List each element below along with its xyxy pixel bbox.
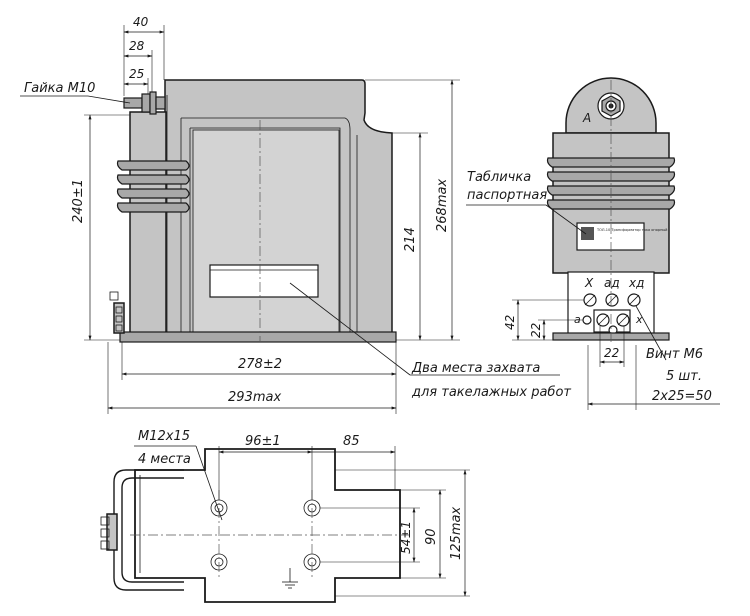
bottom-dimensions: М12x15 4 места 96±1 85 54±1 90 125max xyxy=(134,429,470,597)
label-nut: Гайка М10 xyxy=(24,81,95,96)
dim-2x25: 2x25=50 xyxy=(652,389,712,404)
dim-85: 85 xyxy=(343,434,360,449)
dim-25: 25 xyxy=(129,67,144,81)
side-dimensions: Табличка паспортная 42 22 22 Винт М6 5 ш… xyxy=(466,170,720,410)
nameplate-text: ТОЛ-10 Трансформатор тока опорный xyxy=(596,228,667,232)
dim-54: 54±1 xyxy=(399,521,413,554)
dim-22-vertical: 22 xyxy=(529,323,543,338)
terminal-a-label: A xyxy=(582,111,591,125)
side-view: A ТОЛ-10 Трансформатор тока опорный X aд… xyxy=(546,77,676,345)
label-holes: М12x15 xyxy=(138,429,190,444)
dim-40: 40 xyxy=(133,15,149,29)
label-screw-qty: 5 шт. xyxy=(666,369,702,384)
terminal-xd-label: xд xyxy=(628,276,644,290)
dim-22-horizontal: 22 xyxy=(604,346,619,360)
label-grips-2: для такелажных работ xyxy=(411,385,571,400)
dim-28: 28 xyxy=(129,39,145,53)
bottom-view xyxy=(100,448,410,603)
dim-293: 293max xyxy=(228,390,281,405)
terminal-x-small-label: x xyxy=(635,313,643,326)
label-screw: Винт М6 xyxy=(646,347,703,362)
front-view xyxy=(109,79,397,343)
label-nameplate-1: Табличка xyxy=(467,170,531,185)
label-holes-count: 4 места xyxy=(138,452,191,467)
dim-90: 90 xyxy=(424,528,439,545)
dim-214: 214 xyxy=(403,227,418,252)
dim-42: 42 xyxy=(503,315,517,330)
terminal-a-small-label: a xyxy=(574,313,581,326)
dim-268: 268max xyxy=(435,179,450,232)
dim-125: 125max xyxy=(449,507,464,560)
dim-278: 278±2 xyxy=(238,357,282,372)
front-dimensions: 40 28 25 Гайка М10 240±1 214 268max 278±… xyxy=(20,15,571,414)
terminal-ad-label: aд xyxy=(604,276,620,290)
terminal-X-label: X xyxy=(584,276,594,290)
label-nameplate-2: паспортная xyxy=(467,188,547,203)
label-grips-1: Два места захвата xyxy=(411,361,540,376)
dim-240: 240±1 xyxy=(71,179,86,223)
dim-96: 96±1 xyxy=(245,434,281,449)
